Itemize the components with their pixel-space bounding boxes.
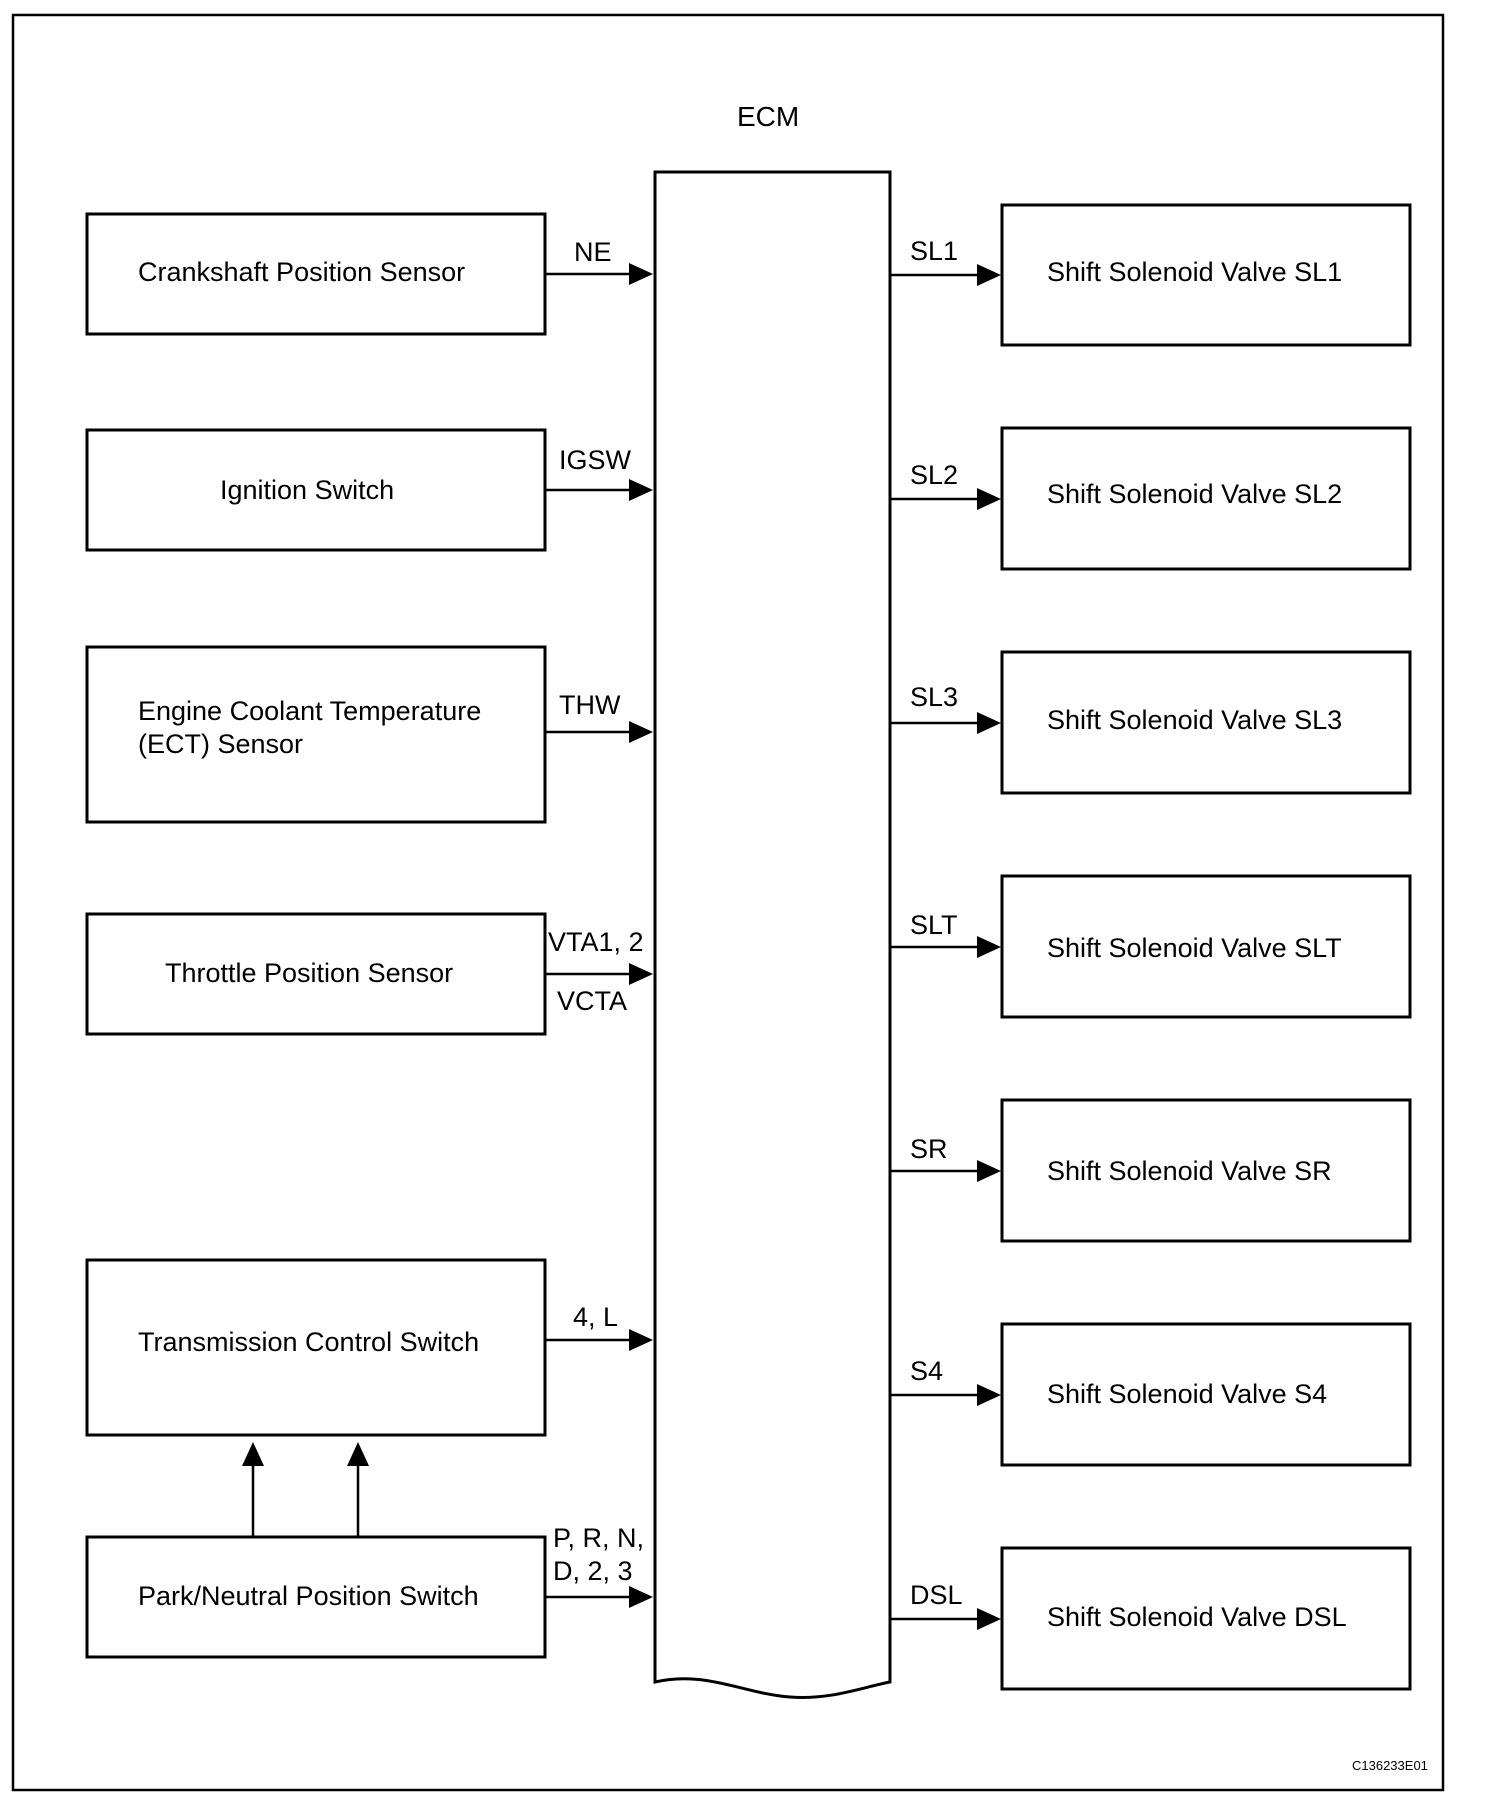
arrowhead-sl2	[977, 488, 1001, 510]
output-box-slt	[1000, 874, 1412, 1019]
signal-sl2: SL2	[910, 460, 959, 490]
input-arrows	[545, 263, 653, 1608]
arrowhead-dsl	[977, 1608, 1001, 1630]
output-label-sl2: Shift Solenoid Valve SL2	[1047, 479, 1343, 509]
signal-ne: NE	[574, 237, 612, 267]
arrowhead-s4	[977, 1384, 1001, 1406]
vertical-arrows	[242, 1442, 369, 1537]
output-box-sl2	[1000, 426, 1412, 571]
signal-prn: P, R, N,	[553, 1523, 645, 1553]
arrowhead-ne	[629, 263, 653, 285]
output-label-sr: Shift Solenoid Valve SR	[1047, 1156, 1332, 1186]
signal-thw: THW	[559, 690, 621, 720]
output-box-sr	[1000, 1098, 1412, 1243]
outer-frame	[11, 13, 1445, 1792]
ecm-label: ECM	[737, 101, 800, 132]
output-label-sl1: Shift Solenoid Valve SL1	[1047, 257, 1343, 287]
signal-dsl: DSL	[910, 1580, 963, 1610]
output-box-sl1	[1000, 203, 1412, 347]
output-box-sl3	[1000, 650, 1412, 795]
input-label-ignition: Ignition Switch	[220, 475, 395, 505]
input-label-transmission: Transmission Control Switch	[138, 1327, 480, 1357]
input-box-transmission	[85, 1258, 547, 1437]
signal-4l: 4, L	[573, 1302, 619, 1332]
signal-slt: SLT	[910, 910, 958, 940]
output-box-dsl	[1000, 1546, 1412, 1691]
arrowhead-thw	[629, 721, 653, 743]
signal-s4: S4	[910, 1356, 944, 1386]
arrowhead-sr	[977, 1160, 1001, 1182]
signal-igsw: IGSW	[559, 445, 631, 475]
arrowhead-slt	[977, 936, 1001, 958]
arrowhead-prnd	[629, 1586, 653, 1608]
input-label-ect-line2: (ECT) Sensor	[138, 729, 304, 759]
output-label-s4: Shift Solenoid Valve S4	[1047, 1379, 1328, 1409]
signal-vta: VTA1, 2	[548, 927, 644, 957]
arrowhead-vta	[629, 963, 653, 985]
ecm-box	[653, 170, 892, 1699]
signal-sl3: SL3	[910, 682, 959, 712]
arrowhead-pn-to-tcs-left	[242, 1442, 264, 1466]
output-label-sl3: Shift Solenoid Valve SL3	[1047, 705, 1343, 735]
input-box-ect	[85, 645, 547, 824]
input-label-ect-line1: Engine Coolant Temperature	[138, 696, 482, 726]
signal-sl1: SL1	[910, 236, 959, 266]
arrowhead-pn-to-tcs-right	[347, 1442, 369, 1466]
signal-sr: SR	[910, 1134, 948, 1164]
arrowhead-sl3	[977, 712, 1001, 734]
output-label-slt: Shift Solenoid Valve SLT	[1047, 933, 1342, 963]
signal-d23: D, 2, 3	[553, 1556, 633, 1586]
arrowhead-4l	[629, 1329, 653, 1351]
output-box-s4	[1000, 1322, 1412, 1467]
output-label-dsl: Shift Solenoid Valve DSL	[1047, 1602, 1347, 1632]
arrowhead-sl1	[977, 264, 1001, 286]
input-label-crankshaft: Crankshaft Position Sensor	[138, 257, 466, 287]
input-label-park-neutral: Park/Neutral Position Switch	[138, 1581, 479, 1611]
signal-vcta: VCTA	[557, 986, 628, 1016]
arrowhead-igsw	[629, 479, 653, 501]
figure-code: C136233E01	[1352, 1758, 1428, 1773]
output-arrows	[890, 264, 1001, 1630]
input-label-throttle: Throttle Position Sensor	[165, 958, 454, 988]
